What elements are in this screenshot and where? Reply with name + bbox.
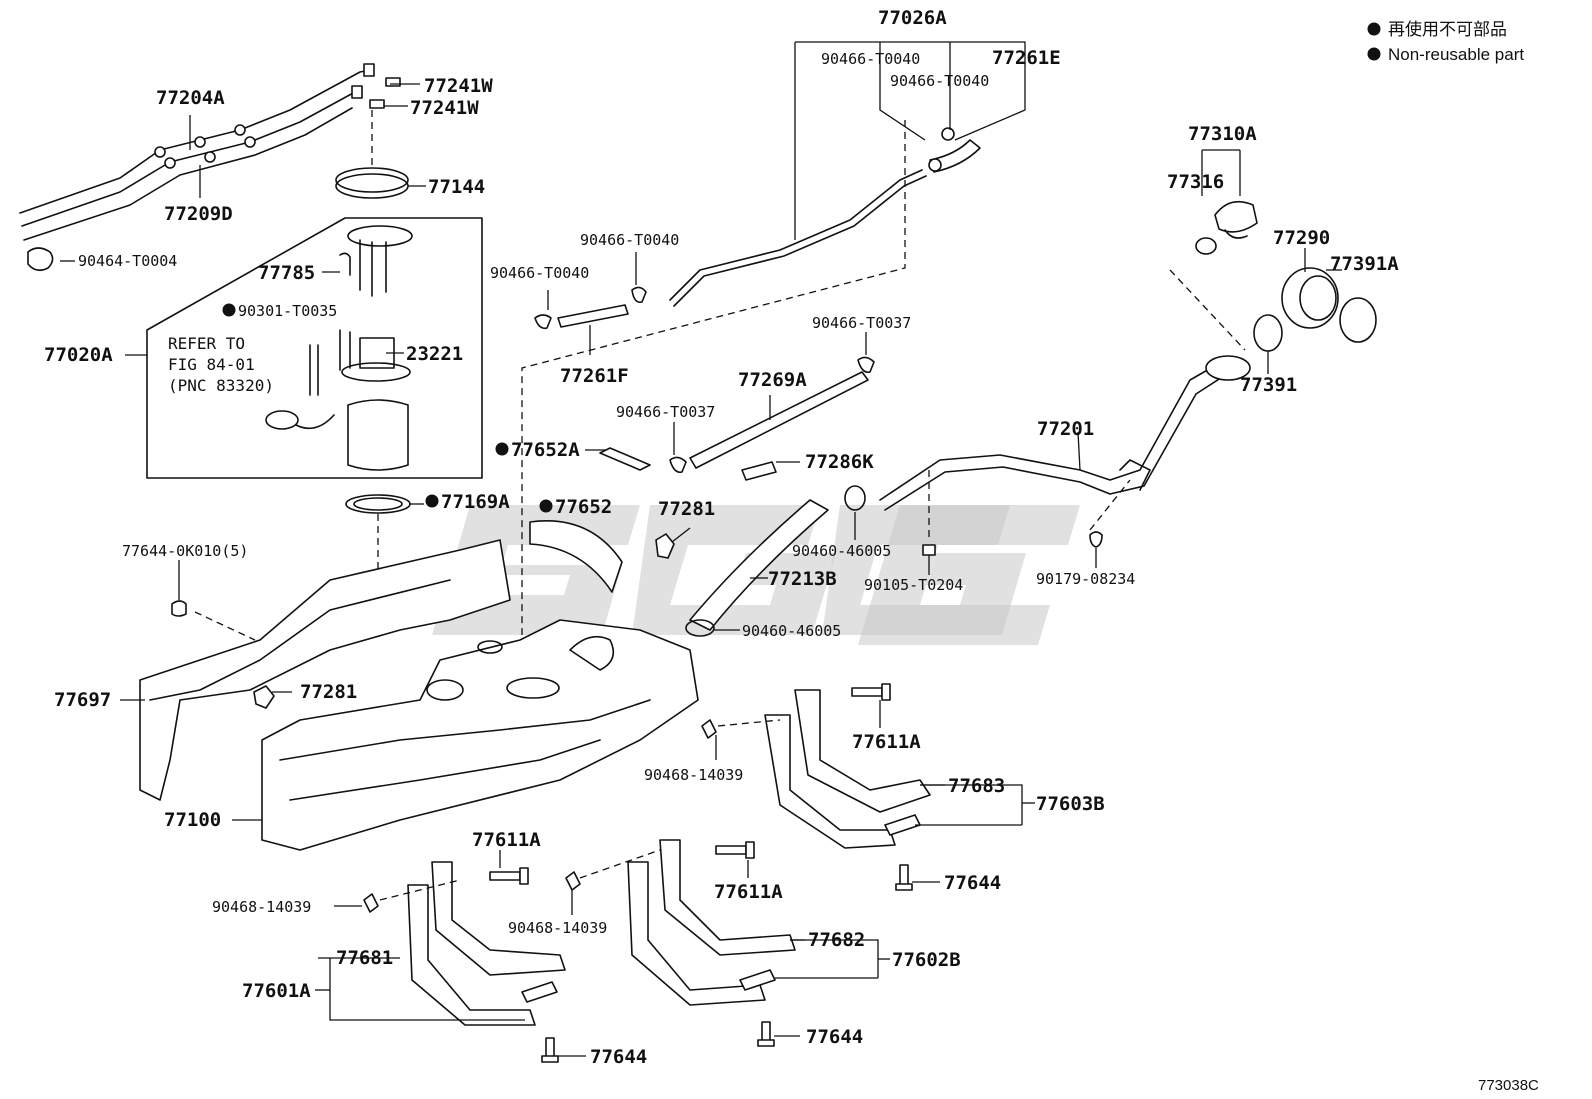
gasket-77169a-icon	[345, 494, 411, 570]
strap-clip-icon	[334, 719, 781, 915]
label-77261f: 77261F	[560, 365, 629, 387]
legend-en-text: Non-reusable part	[1388, 45, 1524, 64]
fuel-cap-77310a-icon	[1195, 149, 1258, 255]
label-77026a: 77026A	[878, 7, 947, 29]
lock-ring-77144-icon	[335, 110, 409, 199]
label-90466-t0040-c: 90466-T0040	[580, 231, 679, 249]
label-77281-b: 77281	[300, 681, 357, 703]
pad-77652-icon	[529, 520, 623, 593]
label-77213b: 77213B	[768, 568, 837, 590]
label-77281-a: 77281	[658, 498, 715, 520]
label-77241w-b: 77241W	[410, 97, 479, 119]
label-77286k: 77286K	[805, 451, 874, 473]
label-90466-t0040-a: 90466-T0040	[821, 50, 920, 68]
label-90301-t0035: 90301-T0035	[238, 302, 337, 320]
label-23221: 23221	[406, 343, 463, 365]
label-77209d: 77209D	[164, 203, 233, 225]
strap-bolt-icon	[489, 683, 940, 1063]
label-77204a: 77204A	[156, 87, 225, 109]
label-77316: 77316	[1167, 171, 1224, 193]
label-90466-t0037-b: 90466-T0037	[616, 403, 715, 421]
legend-jp-text: 再使用不可部品	[1388, 19, 1507, 39]
insulator-77697-icon	[120, 539, 511, 801]
label-77681: 77681	[336, 947, 393, 969]
filler-pipe-77201-icon	[879, 269, 1251, 531]
label-77644-0k010: 77644-0K010(5)	[122, 542, 248, 560]
label-90466-t0040-b: 90466-T0040	[890, 72, 989, 90]
label-77020a: 77020A	[44, 344, 113, 366]
hose-clamp-icon	[685, 485, 866, 637]
label-77241w-a: 77241W	[424, 75, 493, 97]
bolt-icon	[922, 470, 1103, 556]
fuel-tank-77100-icon	[232, 619, 699, 851]
label-90466-t0037-a: 90466-T0037	[812, 314, 911, 332]
label-77169a: 77169A	[441, 491, 510, 513]
label-77310a: 77310A	[1188, 123, 1257, 145]
label-90468-14039-a: 90468-14039	[644, 766, 743, 784]
label-77602b: 77602B	[892, 949, 961, 971]
label-90105-t0204: 90105-T0204	[864, 576, 963, 594]
nonreusable-markers	[222, 303, 553, 513]
label-90466-t0040-d: 90466-T0040	[490, 264, 589, 282]
label-90468-14039-c: 90468-14039	[508, 919, 607, 937]
nut-icon	[171, 560, 187, 617]
refer-note-line1: REFER TO	[168, 334, 245, 353]
fuel-pump-internals-icon	[265, 225, 413, 471]
label-77644-c: 77644	[590, 1046, 647, 1068]
strap-77603b-icon	[764, 689, 1035, 849]
label-77611a-c: 77611A	[714, 881, 783, 903]
strap-77601a-icon	[315, 861, 566, 1026]
label-77682: 77682	[808, 929, 865, 951]
figure-code: 773038C	[1478, 1077, 1539, 1094]
refer-note-line3: (PNC 83320)	[168, 376, 274, 395]
label-77601a: 77601A	[242, 980, 311, 1002]
hose-clip-90464-icon	[27, 247, 54, 272]
clip-77241w-icon	[369, 77, 401, 109]
clip-77281-icon	[655, 527, 691, 559]
label-77290: 77290	[1273, 227, 1330, 249]
gasket-77391-icon	[1253, 314, 1283, 374]
leader-lines	[60, 83, 1342, 941]
label-77144: 77144	[428, 176, 485, 198]
label-77269a: 77269A	[738, 369, 807, 391]
label-77261e: 77261E	[992, 47, 1061, 69]
label-90179-08234: 90179-08234	[1036, 570, 1135, 588]
label-77611a-b: 77611A	[472, 829, 541, 851]
label-90464-t0004: 90464-T0004	[78, 252, 177, 270]
strap-77602b-icon	[627, 839, 890, 1006]
label-90460-46005-a: 90460-46005	[792, 542, 891, 560]
filler-housing-77290-icon	[1281, 248, 1339, 329]
refer-note-line2: FIG 84-01	[168, 355, 255, 374]
gasket-77391a-icon	[1339, 297, 1377, 343]
label-77652a: 77652A	[511, 439, 580, 461]
filler-hose-77213b-icon	[689, 499, 829, 631]
label-77391a: 77391A	[1330, 253, 1399, 275]
label-90468-14039-b: 90468-14039	[212, 898, 311, 916]
label-77391: 77391	[1240, 374, 1297, 396]
label-77644-b: 77644	[806, 1026, 863, 1048]
label-77697: 77697	[54, 689, 111, 711]
pad-77652a-icon	[585, 447, 651, 471]
hose-77269a-icon	[669, 356, 875, 474]
label-77644-a: 77644	[944, 872, 1001, 894]
label-77785: 77785	[258, 262, 315, 284]
label-90460-46005-b: 90460-46005	[742, 622, 841, 640]
label-77683: 77683	[948, 775, 1005, 797]
label-77603b: 77603B	[1036, 793, 1105, 815]
hose-77261f-icon	[534, 286, 647, 355]
fuel-pump-assembly-box	[125, 217, 483, 479]
vent-line-assembly	[521, 41, 1026, 660]
label-77201: 77201	[1037, 418, 1094, 440]
legend: 再使用不可部品 Non-reusable part	[1367, 19, 1524, 64]
clamp-77286k-icon	[741, 461, 800, 481]
label-77100: 77100	[164, 809, 221, 831]
fuel-lines-assembly	[19, 63, 375, 241]
label-77611a-a: 77611A	[852, 731, 921, 753]
part-labels: 77026A 90466-T0040 90466-T0040 77261E 77…	[44, 7, 1399, 1068]
clip-77281-tank-icon	[253, 685, 292, 709]
label-77652: 77652	[555, 496, 612, 518]
